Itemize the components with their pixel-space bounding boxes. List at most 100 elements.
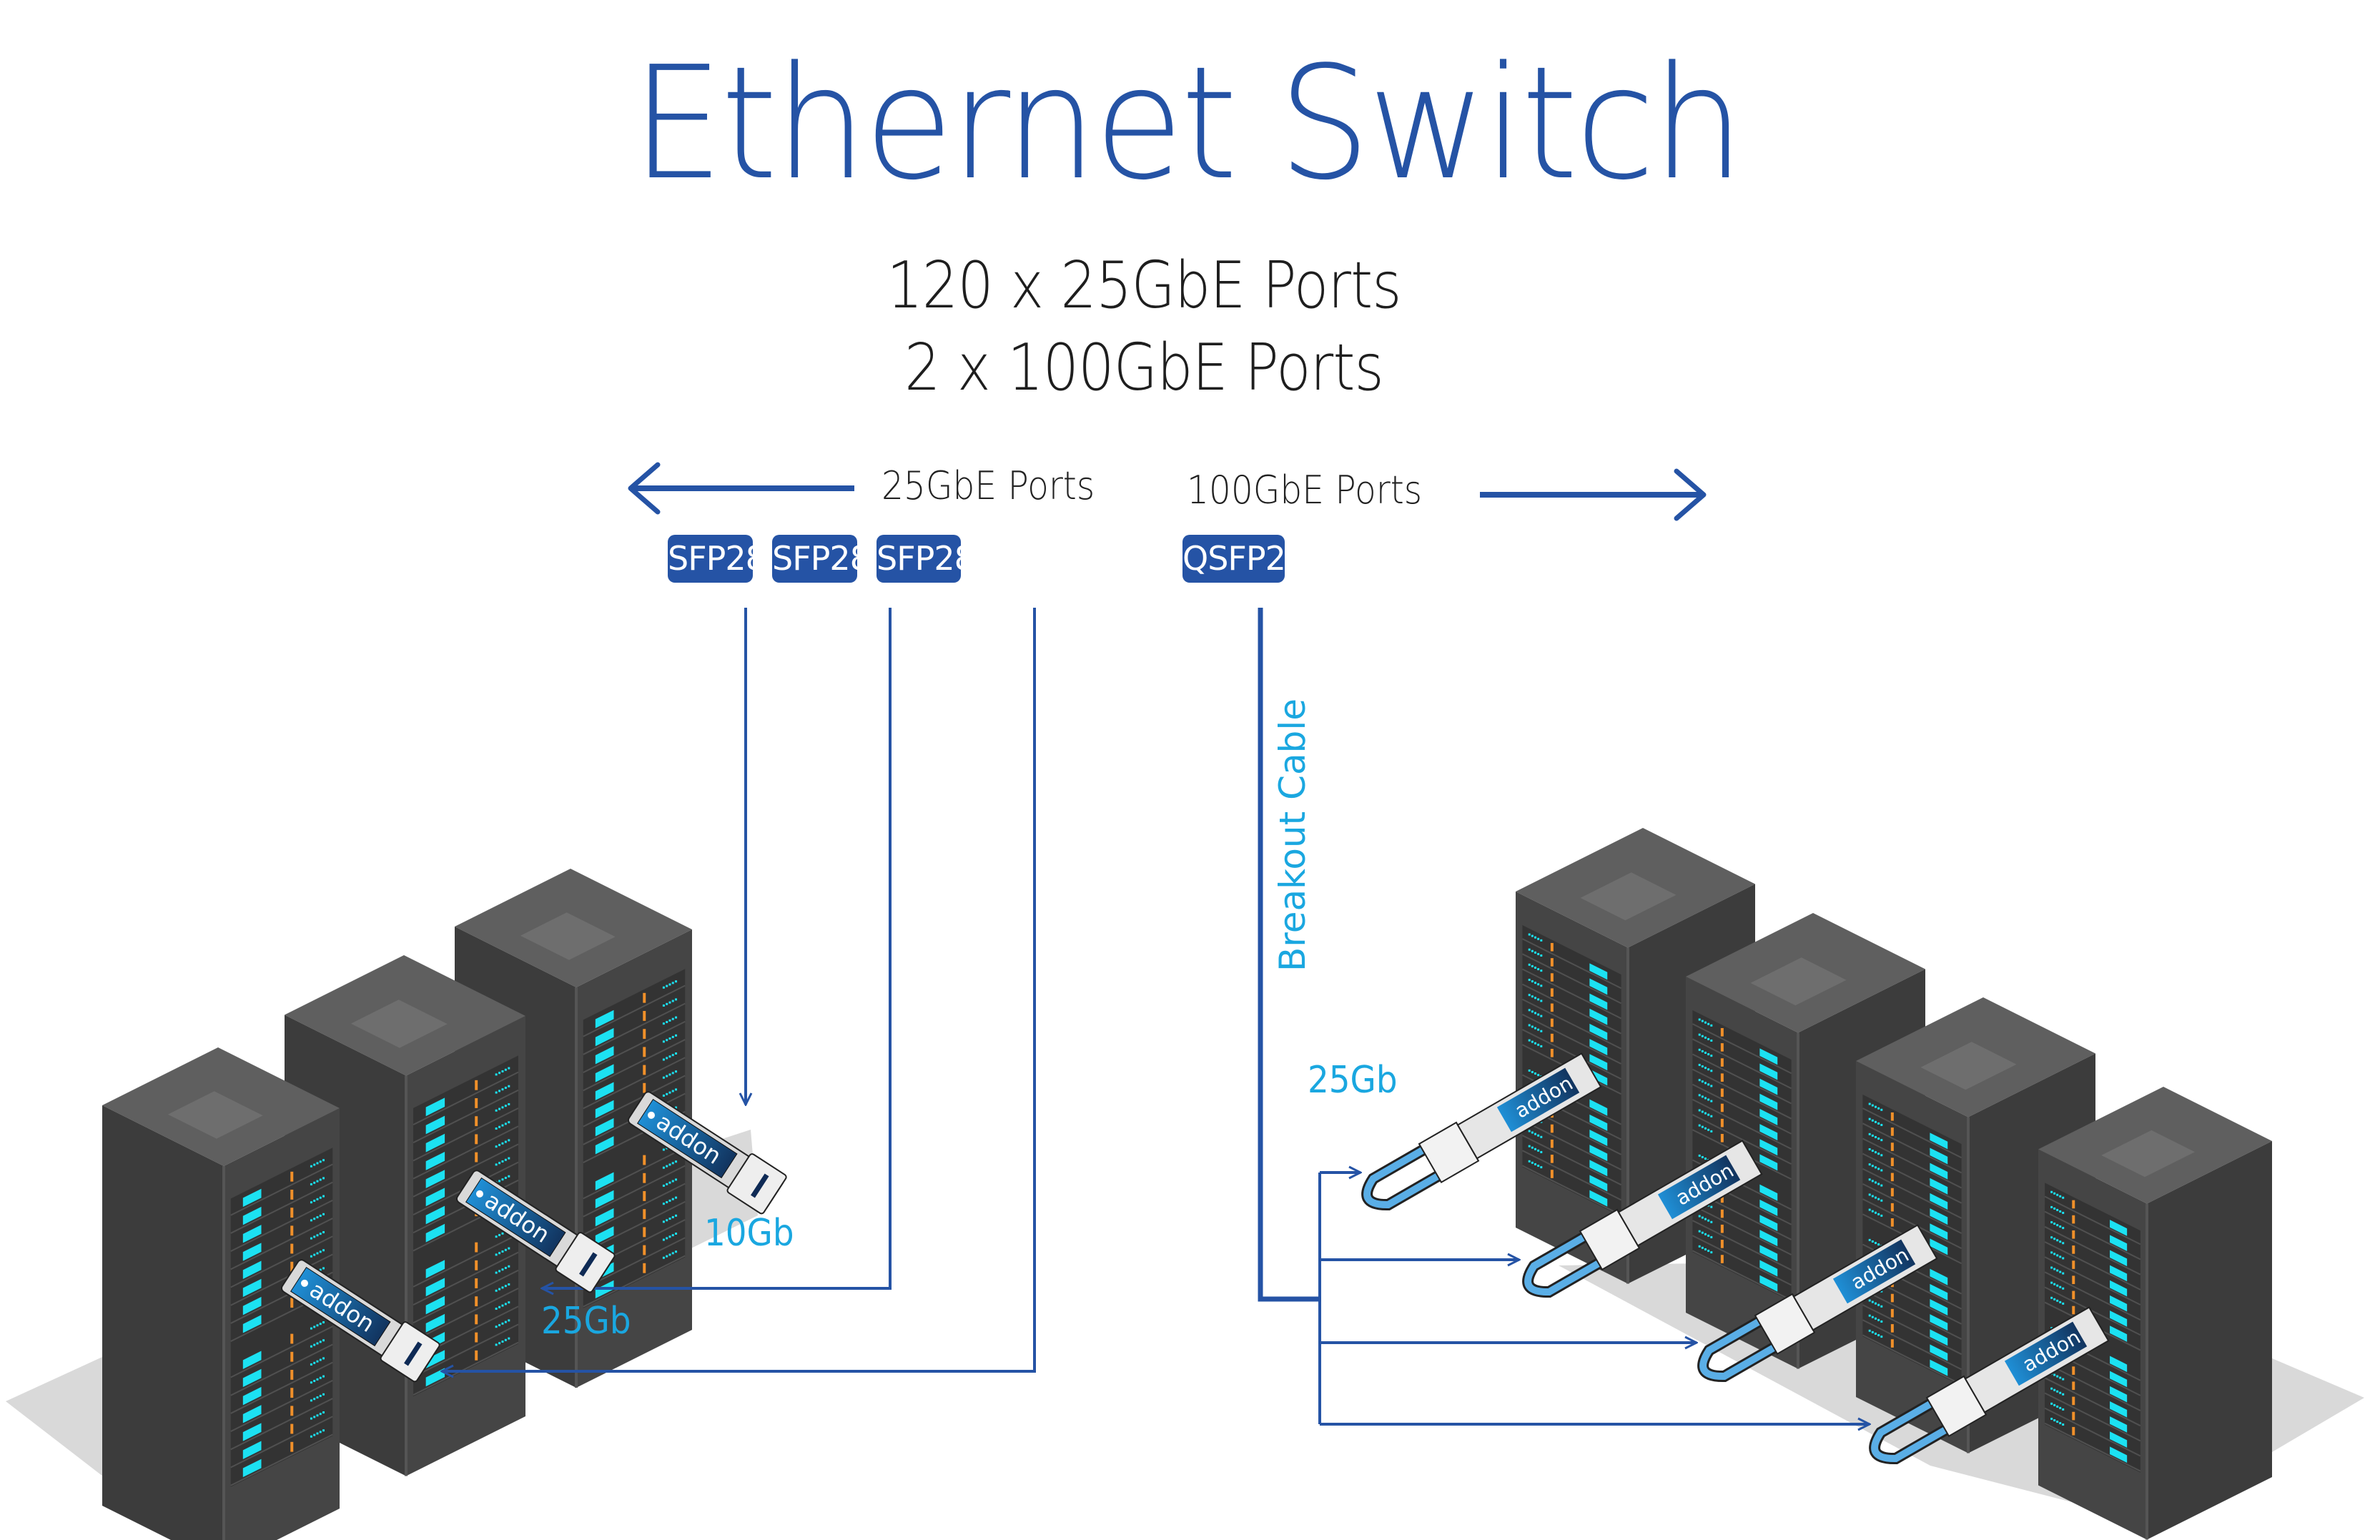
led-cyan [595,1226,614,1245]
port-badge-sfp28-2: SFP28 [772,535,871,583]
led-cyan [242,1206,262,1225]
led-cyan [1589,1023,1608,1040]
led-cyan [1589,1039,1608,1056]
server-top-panel [350,999,448,1048]
led-cyan [595,1190,614,1209]
server-top-panel [520,912,616,960]
led-cyan [1759,1214,1778,1231]
led-cyan [1589,1069,1608,1086]
led-cyan [1589,963,1608,980]
led-cyan [1930,1223,1948,1240]
led-cyan [1589,1175,1608,1192]
section-label-100gbe: 100GbE Ports [1187,468,1423,513]
led-cyan [2110,1326,2128,1342]
led-cyan [242,1296,262,1316]
server-top-panel [167,1091,263,1139]
led-cyan [1930,1329,1948,1346]
addon-logo-label [636,1098,738,1179]
led-cyan [425,1223,445,1243]
led-cyan [425,1152,445,1170]
led-cyan [1930,1163,1948,1180]
led-cyan [425,1313,445,1333]
sfp28-module-3: addon [280,1259,440,1383]
addon-logo-label [1657,1155,1741,1220]
led-cyan [242,1278,262,1298]
led-cyan [242,1315,262,1333]
led-cyan [1930,1132,1948,1150]
led-cyan [425,1097,445,1117]
led-cyan [1930,1238,1948,1255]
led-cyan [1930,1178,1948,1195]
led-cyan [242,1225,262,1243]
led-cyan [425,1205,445,1225]
led-cyan [242,1351,262,1369]
led-cyan [595,1100,614,1119]
led-cyan [1930,1314,1948,1331]
led-cyan [1589,1160,1608,1177]
led-cyan [595,1082,614,1100]
addon-logo-label [1832,1239,1916,1304]
left-connector-lines [442,608,1036,1371]
speed-label-10gb: 10Gb [704,1212,794,1255]
led-cyan [595,1046,614,1065]
led-cyan [1930,1268,1948,1285]
led-cyan [595,1172,614,1190]
led-cyan [2110,1431,2128,1448]
section-label-25gbe: 25GbE Ports [882,463,1095,508]
led-cyan [242,1458,262,1478]
led-cyan [1759,1184,1778,1201]
breakout-cable-lines [1258,608,1870,1424]
led-cyan [242,1188,262,1208]
led-cyan [425,1188,445,1207]
led-cyan [1759,1260,1778,1277]
server-left-1 [102,1047,340,1540]
addon-logo-label [1496,1067,1580,1132]
led-cyan [1589,978,1608,995]
led-cyan [1930,1298,1948,1316]
led-cyan [1930,1193,1948,1210]
led-cyan [595,1136,614,1155]
led-cyan [1759,1124,1778,1141]
addon-logo-label [290,1266,391,1347]
led-cyan [1759,1245,1778,1262]
port-badge-qsfp28: QSFP28 [1182,535,1306,583]
server-top-panel [1750,957,1847,1006]
led-cyan [1930,1344,1948,1361]
led-cyan [1589,1099,1608,1116]
left-server-group [102,869,692,1540]
led-cyan [2110,1311,2128,1327]
port-badge-sfp28-1: SFP28 [668,535,766,583]
link-line-25gb [542,608,892,1288]
led-cyan [1759,1275,1778,1292]
led-cyan [2110,1250,2128,1267]
led-cyan [1759,1154,1778,1171]
server-right-face [2147,1141,2272,1540]
led-cyan [595,1064,614,1082]
led-cyan [2110,1416,2128,1433]
left-direction-arrow [628,462,854,515]
speed-label-25gb: 25Gb [541,1300,631,1343]
led-cyan [242,1405,262,1423]
led-cyan [425,1278,445,1297]
led-cyan [1589,993,1608,1010]
led-cyan [242,1260,262,1279]
page-title: Ethernet Switch [631,34,1744,214]
led-cyan [425,1115,445,1135]
led-cyan [1759,1199,1778,1216]
led-cyan [242,1423,262,1441]
spec-line-25gbe: 120 x 25GbE Ports [887,248,1401,323]
qsfp28-module-2: addon [1522,1140,1763,1298]
breakout-cable-label: Breakout Cable [1272,698,1313,972]
led-cyan [1759,1078,1778,1095]
led-cyan [242,1441,262,1459]
led-cyan [1589,1145,1608,1162]
addon-logo-label [465,1177,566,1258]
led-cyan [425,1260,445,1279]
led-cyan [1759,1230,1778,1247]
led-cyan [2110,1295,2128,1312]
speed-label-breakout-25gb: 25Gb [1308,1059,1398,1102]
server-right-4 [2038,1087,2272,1540]
port-badge-sfp28-3: SFP28 [877,535,975,583]
